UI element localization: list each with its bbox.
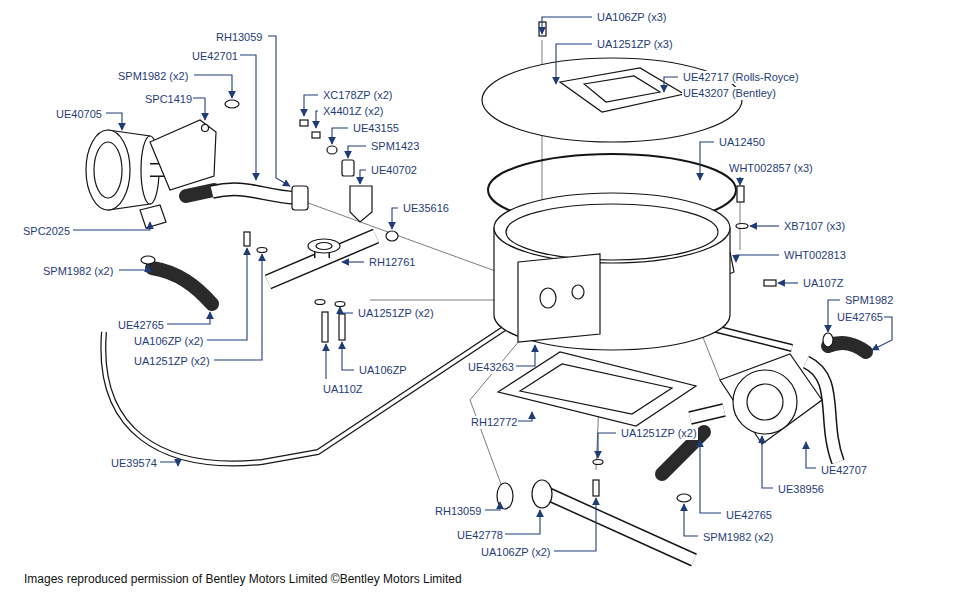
- part-number: UA106ZP (x2): [133, 335, 205, 348]
- part-number: SPC1419: [144, 93, 193, 106]
- part-number: UE40702: [370, 164, 418, 177]
- part-number: UE42707: [820, 464, 868, 477]
- leader-line: [348, 146, 366, 158]
- pipes: [103, 186, 838, 560]
- part-number: UE42717 (Rolls-Royce): [682, 71, 800, 84]
- leader-line: [598, 433, 616, 458]
- part-number: UA106ZP: [358, 364, 408, 377]
- leader-line: [516, 345, 535, 366]
- leader-line: [505, 510, 540, 534]
- part-number: UE38956: [777, 483, 825, 496]
- leader-line: [392, 208, 398, 229]
- part-number: RH12761: [368, 256, 416, 269]
- part-number: RH13059: [434, 505, 482, 518]
- part-number: SPM1982 (x2): [702, 531, 774, 544]
- leader-line: [556, 44, 592, 84]
- part-number: UE43207 (Bentley): [682, 87, 777, 100]
- leader-line: [554, 498, 596, 551]
- leader-line: [485, 502, 500, 510]
- leader-line: [332, 128, 348, 144]
- part-number: UA110Z: [322, 383, 364, 396]
- part-number: XB7107 (x3): [783, 220, 846, 233]
- leader-line: [736, 255, 779, 262]
- part-number: UE43263: [467, 361, 515, 374]
- leader-line: [360, 170, 366, 184]
- part-number: UE42701: [191, 50, 239, 63]
- leader-line: [167, 312, 210, 324]
- part-number: RH13059: [215, 31, 263, 44]
- part-number: SPM1982 (x2): [117, 70, 189, 83]
- leader-line: [684, 504, 698, 536]
- part-number: UA107Z: [802, 277, 844, 290]
- bolts: [244, 22, 776, 496]
- part-number: X4401Z (x2): [322, 105, 385, 118]
- part-number: UE42765: [725, 509, 773, 522]
- part-number: WHT002857 (x3): [728, 162, 814, 175]
- leader-line: [542, 17, 592, 34]
- part-number: UE42778: [456, 529, 504, 542]
- leader-line: [700, 440, 721, 513]
- part-number: UA106ZP (x3): [596, 11, 668, 24]
- leader-line: [806, 442, 816, 468]
- air-valve: [86, 120, 216, 228]
- part-number: RH12772: [470, 416, 518, 429]
- leader-line: [762, 436, 773, 488]
- gasket-inner: [520, 364, 672, 414]
- injector-parts: [300, 120, 398, 241]
- leader-line: [739, 177, 740, 185]
- leader-line: [214, 254, 262, 360]
- gasket: [498, 352, 696, 426]
- leader-line: [325, 344, 326, 379]
- leader-line: [268, 36, 290, 186]
- part-number: UE40705: [55, 108, 103, 121]
- leader-line: [664, 77, 678, 92]
- leader-line: [342, 342, 354, 370]
- part-number: UA1251ZP (x2): [133, 355, 211, 368]
- part-number: UE42765: [117, 319, 165, 332]
- leader-line: [73, 222, 150, 230]
- part-number: UE43155: [352, 122, 400, 135]
- part-number: UE42765: [836, 311, 884, 324]
- part-number: UA1251ZP (x3): [596, 38, 674, 51]
- leader-line: [240, 55, 256, 180]
- leader-line: [106, 113, 122, 130]
- part-number: UA1251ZP (x2): [620, 427, 698, 440]
- part-number: UE35616: [402, 202, 450, 215]
- part-number: UA12450: [718, 136, 766, 149]
- hoses: [141, 100, 866, 502]
- part-number: SPM1982 (x2): [42, 265, 114, 278]
- leader-line: [340, 307, 353, 313]
- copyright-caption: Images reproduced permission of Bentley …: [24, 572, 462, 587]
- leader-line: [194, 75, 232, 98]
- part-number: UA1251ZP (x2): [357, 307, 435, 320]
- leader-line: [207, 248, 247, 340]
- air-cleaner-housing: [494, 193, 730, 350]
- part-number: UA106ZP (x2): [480, 546, 552, 559]
- leader-line: [518, 412, 532, 421]
- part-number: UE39574: [110, 457, 158, 470]
- leader-line: [700, 142, 714, 180]
- part-number: SPM1423: [370, 140, 420, 153]
- part-number: SPM1982: [844, 294, 894, 307]
- leader-line: [160, 462, 178, 466]
- leader-line: [750, 225, 779, 226]
- part-number: XC178ZP (x2): [322, 89, 394, 102]
- part-number: SPC2025: [22, 225, 71, 238]
- leader-line: [342, 261, 364, 262]
- leader-line: [119, 265, 148, 270]
- part-number: WHT002813: [783, 249, 847, 262]
- leader-line: [778, 282, 798, 283]
- vacuum-pump: [690, 354, 822, 444]
- leader-line: [316, 111, 318, 128]
